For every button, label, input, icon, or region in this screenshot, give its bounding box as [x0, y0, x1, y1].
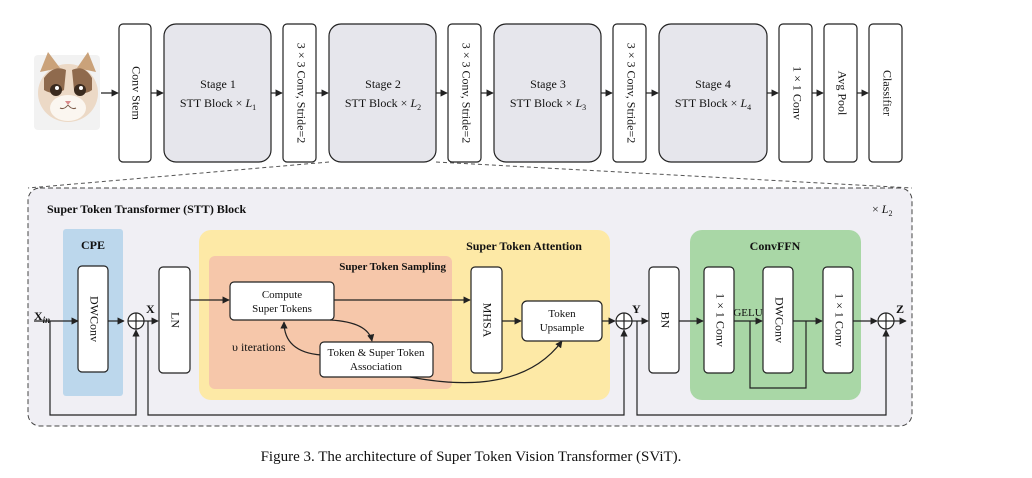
ln-label: LN: [168, 312, 182, 328]
downsample-1-label: 3 × 3 Conv, Stride=2: [294, 43, 308, 143]
svg-text:Association: Association: [350, 361, 402, 373]
stage-4-title: Stage 4: [695, 77, 731, 91]
ffn-conv1-label: 1 × 1 Conv: [713, 293, 727, 347]
svg-text:Compute: Compute: [262, 289, 302, 301]
cat-image: [34, 52, 100, 130]
ffn-conv1-box: 1 × 1 Conv: [703, 266, 735, 374]
stage-4-box: Stage 4 STT Block × L4: [658, 23, 768, 163]
stage-3-block: STT Block × L3: [510, 96, 586, 112]
downsample-2-label: 3 × 3 Conv, Stride=2: [459, 43, 473, 143]
stt-block-repeat: × L2: [872, 202, 892, 218]
add-node-2: [615, 312, 633, 330]
ln-box: LN: [158, 266, 191, 374]
ffn-conv2-box: 1 × 1 Conv: [822, 266, 854, 374]
token-upsample-box: Token Upsample: [521, 300, 603, 342]
svg-text:Token & Super Token: Token & Super Token: [328, 347, 425, 359]
stage-4-block: STT Block × L4: [675, 96, 751, 112]
zoom-guide-right: [435, 161, 913, 189]
downsample-2-box: 3 × 3 Conv, Stride=2: [447, 23, 482, 163]
x-label: X: [146, 302, 155, 316]
ffn-conv2-label: 1 × 1 Conv: [832, 293, 846, 347]
add-node-1: [127, 312, 145, 330]
cpe-dwconv-box: DWConv: [77, 265, 109, 373]
classifier-box: Classifier: [868, 23, 903, 163]
stage-1-box: Stage 1 STT Block × L1: [163, 23, 272, 163]
stage-1-title: Stage 1: [200, 77, 236, 91]
stage-1-block: STT Block × L1: [180, 96, 256, 112]
cpe-dwconv-label: DWConv: [87, 296, 101, 342]
gelu-label: GELU: [733, 307, 762, 319]
classifier-label: Classifier: [880, 70, 894, 116]
z-label: Z: [896, 302, 904, 316]
avg-pool-box: Avg Pool: [823, 23, 858, 163]
sampling-title: Super Token Sampling: [339, 261, 446, 273]
mhsa-label: MHSA: [480, 303, 494, 338]
conv1x1-label: 1 × 1 Conv: [790, 66, 804, 120]
svg-text:Super Tokens: Super Tokens: [252, 303, 312, 315]
figure-caption: Figure 3. The architecture of Super Toke…: [261, 449, 682, 465]
stage-2-title: Stage 2: [365, 77, 401, 91]
ffn-dwconv-label: DWConv: [772, 297, 786, 343]
downsample-1-box: 3 × 3 Conv, Stride=2: [282, 23, 317, 163]
compute-super-tokens-box: Compute Super Tokens: [229, 281, 335, 321]
bn-box: BN: [648, 266, 680, 374]
stage-2-box: Stage 2 STT Block × L2: [328, 23, 437, 163]
svg-text:Token: Token: [548, 308, 576, 320]
conv1x1-box: 1 × 1 Conv: [778, 23, 813, 163]
downsample-3-box: 3 × 3 Conv, Stride=2: [612, 23, 647, 163]
zoom-guide-left: [27, 161, 330, 189]
svg-text:Upsample: Upsample: [540, 322, 585, 334]
stage-2-block: STT Block × L2: [345, 96, 421, 112]
conv-stem-label: Conv Stem: [129, 66, 143, 120]
stage-3-box: Stage 3 STT Block × L3: [493, 23, 602, 163]
sta-title: Super Token Attention: [466, 239, 582, 253]
add-node-3: [877, 312, 895, 330]
iterations-label: υ iterations: [232, 340, 286, 354]
convffn-title: ConvFFN: [750, 239, 801, 253]
association-box: Token & Super Token Association: [319, 341, 434, 378]
mhsa-box: MHSA: [470, 266, 503, 374]
stage-3-title: Stage 3: [530, 77, 566, 91]
avg-pool-label: Avg Pool: [835, 71, 849, 116]
cpe-title: CPE: [81, 238, 105, 252]
bn-label: BN: [658, 312, 672, 329]
downsample-3-label: 3 × 3 Conv, Stride=2: [624, 43, 638, 143]
conv-stem-box: Conv Stem: [118, 23, 152, 163]
ffn-dwconv-box: DWConv: [762, 266, 794, 374]
y-label: Y: [632, 302, 641, 316]
stt-block-title: Super Token Transformer (STT) Block: [47, 202, 246, 216]
input-label: Xin: [34, 309, 50, 325]
